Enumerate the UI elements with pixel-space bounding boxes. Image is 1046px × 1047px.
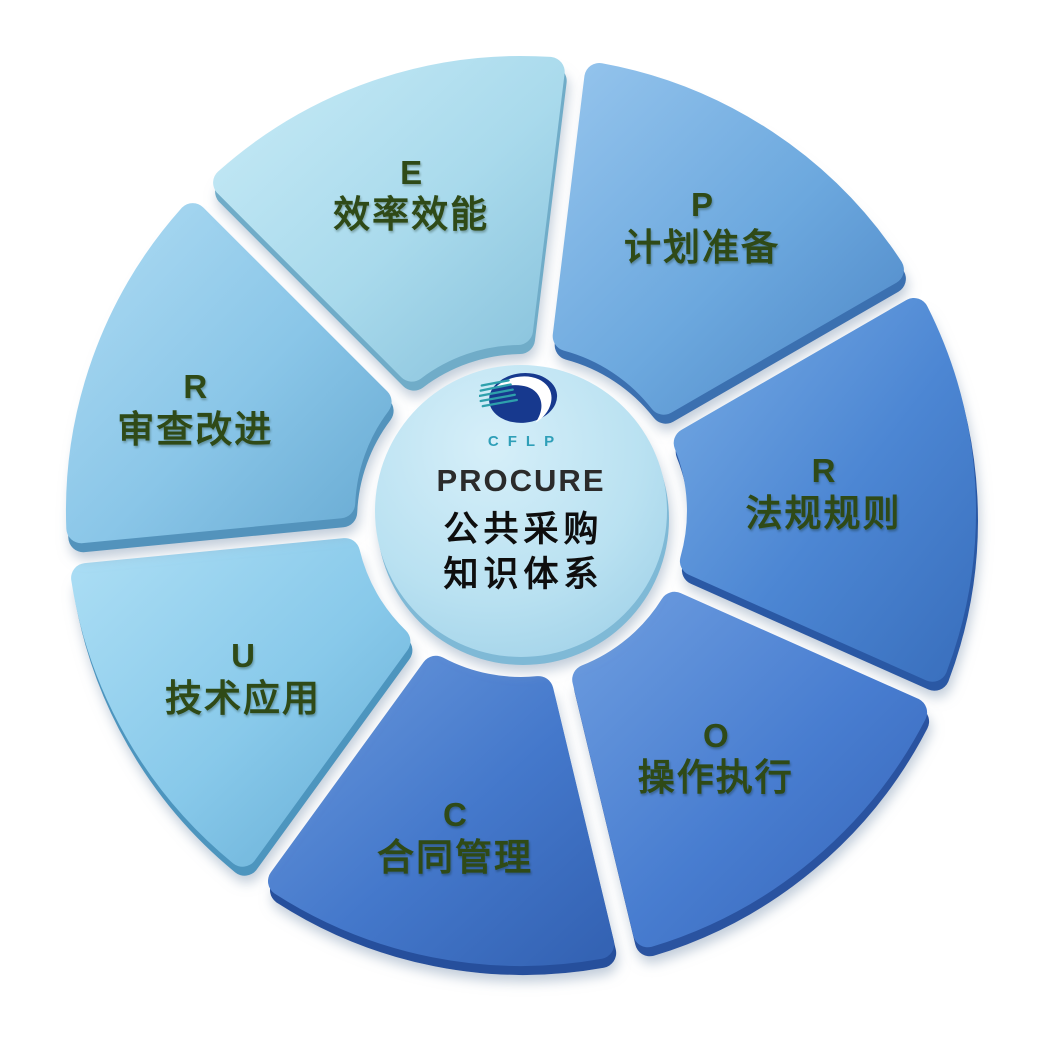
segment-u-title: 技术应用 [165, 678, 321, 720]
center-hub: CFLP PROCURE 公共采购 知识体系 [384, 370, 658, 598]
segment-p-title: 计划准备 [624, 226, 781, 268]
segment-o-letter: O [702, 716, 729, 754]
center-subtitle-line1: 公共采购 [443, 510, 604, 549]
segment-e-label: E 效率效能 [333, 153, 489, 239]
center-subtitle-line2: 知识体系 [443, 554, 604, 594]
segment-o-title: 操作执行 [637, 757, 794, 799]
segment-e-letter: E [400, 153, 423, 191]
segment-p-letter: P [691, 186, 714, 223]
segment-r-review-letter: R [183, 368, 208, 406]
segment-u-letter: U [231, 637, 255, 675]
segment-c-face [268, 655, 615, 966]
segment-u-face [71, 538, 411, 867]
segment-r-review-face [65, 203, 392, 544]
segment-r-regulations-label: R 法规规则 [746, 451, 902, 537]
center-circle [375, 365, 667, 657]
segment-p-face [552, 63, 904, 415]
cflp-logo [479, 372, 558, 423]
segment-r-review-title: 审查改进 [117, 408, 274, 450]
procure-title: PROCURE [436, 463, 606, 498]
segment-u-label: U 技术应用 [165, 636, 321, 722]
segment-r-regulations-face [673, 298, 976, 682]
logo-speed-lines [479, 379, 519, 408]
segment-c-letter: C [443, 796, 467, 834]
segment-c-label: C 合同管理 [377, 795, 533, 881]
logo-swoosh [494, 376, 552, 423]
segment-o-face [572, 591, 928, 948]
segment-p-label: P 计划准备 [624, 185, 780, 271]
segment-c-title: 合同管理 [376, 837, 533, 879]
segment-o-label: O 操作执行 [638, 716, 794, 802]
segment-e-title: 效率效能 [333, 194, 490, 236]
cflp-wordmark: CFLP [487, 433, 564, 450]
segment-r-regulations-letter: R [811, 452, 836, 490]
segment-r-review-label: R 审查改进 [117, 367, 273, 453]
segment-r-regulations-title: 法规规则 [745, 492, 902, 534]
segment-e-face [213, 56, 565, 382]
